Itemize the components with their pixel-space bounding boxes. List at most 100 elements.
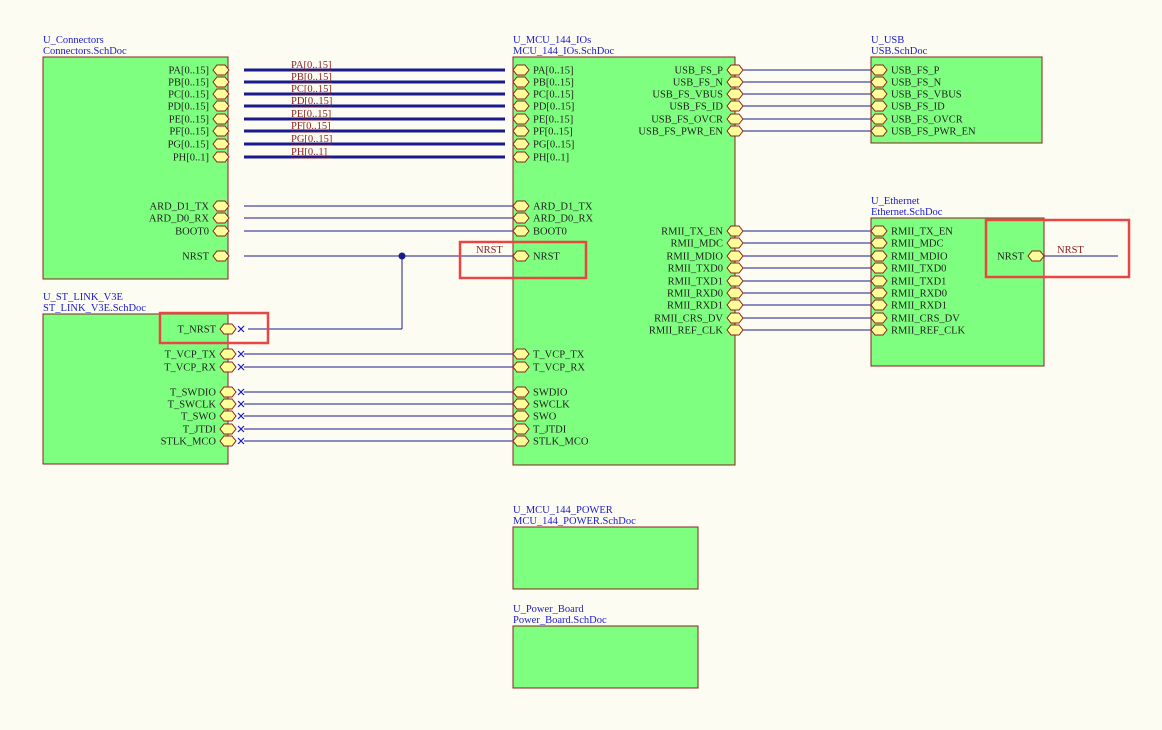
sheet-entry-connectors-pf-0-15[interactable]: PF[0..15] (169, 125, 230, 138)
sheet-entry-mcu-ph-0-1[interactable]: PH[0..1] (512, 151, 569, 164)
sheet-entry-mcu-swclk[interactable]: SWCLK (512, 398, 570, 411)
sheet-entry-usb-usb-fs-pwr-en[interactable]: USB_FS_PWR_EN (870, 125, 976, 138)
sheet-entry-eth-right-nrst[interactable]: NRST (997, 250, 1045, 263)
sheet-entry-mcu-rmii-ref-clk[interactable]: RMII_REF_CLK (649, 324, 744, 337)
sheet-entry-stlink-stlk-mco[interactable]: STLK_MCO (161, 435, 237, 448)
sheet-entry-mcu-pa-0-15[interactable]: PA[0..15] (512, 64, 573, 77)
sheet-entry-stlink-t-swdio[interactable]: T_SWDIO (170, 386, 237, 399)
sheet-entry-mcu-rmii-tx-en[interactable]: RMII_TX_EN (661, 225, 744, 238)
sheet-entry-eth-rmii-tx-en[interactable]: RMII_TX_EN (870, 225, 953, 238)
sheet-entry-mcu-t-vcp-rx[interactable]: T_VCP_RX (512, 361, 585, 374)
sheet-box[interactable] (870, 56, 1043, 144)
sheet-entry-mcu-t-vcp-tx[interactable]: T_VCP_TX (512, 348, 585, 361)
entry-label: RMII_RXD1 (891, 301, 947, 312)
sheet-entry-stlink-t-vcp-rx[interactable]: T_VCP_RX (164, 361, 237, 374)
sheet-entry-mcu-usb-fs-id[interactable]: USB_FS_ID (669, 100, 744, 113)
sheet-entry-mcu-pf-0-15[interactable]: PF[0..15] (512, 125, 573, 138)
sheet-entry-mcu-usb-fs-pwr-en[interactable]: USB_FS_PWR_EN (638, 125, 744, 138)
bus-net-label: PH[0..1] (291, 147, 327, 158)
sheet-entry-mcu-boot0[interactable]: BOOT0 (512, 225, 567, 238)
entry-shape (726, 76, 744, 88)
highlight-ethernet-nrst (984, 218, 1131, 279)
entry-shape (212, 200, 230, 212)
sheet-box[interactable] (512, 625, 699, 689)
sheet-entry-mcu-pc-0-15[interactable]: PC[0..15] (512, 88, 574, 101)
sheet-entry-mcu-stlk-mco[interactable]: STLK_MCO (512, 435, 589, 448)
sheet-entry-usb-usb-fs-p[interactable]: USB_FS_P (870, 64, 940, 77)
sheet-entry-connectors-pg-0-15[interactable]: PG[0..15] (168, 138, 230, 151)
sheet-entry-mcu-swdio[interactable]: SWDIO (512, 386, 568, 399)
sheet-entry-connectors-ard-d1-tx[interactable]: ARD_D1_TX (150, 200, 230, 213)
sheet-entry-connectors-pa-0-15[interactable]: PA[0..15] (169, 64, 230, 77)
entry-label: RMII_MDIO (666, 252, 723, 263)
sheet-entry-connectors-nrst[interactable]: NRST (182, 250, 230, 263)
entry-shape (212, 88, 230, 100)
entry-label: PG[0..15] (533, 140, 574, 151)
sheet-entry-mcu-rmii-crs-dv[interactable]: RMII_CRS_DV (654, 312, 744, 325)
sheet-entry-connectors-pe-0-15[interactable]: PE[0..15] (169, 113, 230, 126)
entry-shape (512, 435, 530, 447)
sheet-entry-eth-rmii-rxd1[interactable]: RMII_RXD1 (870, 299, 947, 312)
entry-shape (870, 88, 888, 100)
sheet-entry-usb-usb-fs-n[interactable]: USB_FS_N (870, 76, 942, 89)
sheet-entry-mcu-rmii-rxd0[interactable]: RMII_RXD0 (667, 287, 744, 300)
sheet-entry-eth-rmii-txd0[interactable]: RMII_TXD0 (870, 262, 946, 275)
sheet-entry-mcu-rmii-mdc[interactable]: RMII_MDC (670, 237, 744, 250)
sheet-entry-stlink-t-jtdi[interactable]: T_JTDI (183, 423, 237, 436)
sheet-entry-connectors-ph-0-1[interactable]: PH[0..1] (173, 151, 230, 164)
sheet-entry-stlink-t-vcp-tx[interactable]: T_VCP_TX (165, 348, 237, 361)
sheet-entry-eth-rmii-crs-dv[interactable]: RMII_CRS_DV (870, 312, 960, 325)
sheet-entry-mcu-pe-0-15[interactable]: PE[0..15] (512, 113, 573, 126)
no-connect-marker (237, 400, 245, 408)
sheet-entry-stlink-t-swo[interactable]: T_SWO (181, 410, 237, 423)
sheet-box[interactable] (42, 313, 229, 465)
sheet-entry-mcu-pd-0-15[interactable]: PD[0..15] (512, 100, 574, 113)
entry-shape (219, 323, 237, 335)
sheet-entry-stlink-t-swclk[interactable]: T_SWCLK (168, 398, 237, 411)
sheet-entry-mcu-rmii-txd0[interactable]: RMII_TXD0 (668, 262, 744, 275)
sheet-box[interactable] (870, 217, 1045, 367)
sheet-entry-mcu-ard-d0-rx[interactable]: ARD_D0_RX (512, 212, 594, 225)
sheet-entry-mcu-nrst[interactable]: NRST (512, 250, 560, 263)
sheet-entry-eth-rmii-ref-clk[interactable]: RMII_REF_CLK (870, 324, 966, 337)
sheet-entry-eth-rmii-rxd0[interactable]: RMII_RXD0 (870, 287, 947, 300)
sheet-designator: U_USB (871, 35, 904, 46)
sheet-entry-mcu-pb-0-15[interactable]: PB[0..15] (512, 76, 574, 89)
sheet-entry-stlink-t-nrst[interactable]: T_NRST (177, 323, 237, 336)
sheet-entry-usb-usb-fs-id[interactable]: USB_FS_ID (870, 100, 945, 113)
sheet-entry-mcu-usb-fs-n[interactable]: USB_FS_N (673, 76, 744, 89)
sheet-entry-mcu-rmii-mdio[interactable]: RMII_MDIO (666, 250, 744, 263)
entry-label: BOOT0 (175, 227, 209, 238)
sheet-entry-mcu-rmii-txd1[interactable]: RMII_TXD1 (668, 275, 744, 288)
sheet-entry-mcu-usb-fs-p[interactable]: USB_FS_P (675, 64, 744, 77)
sheet-entry-connectors-pc-0-15[interactable]: PC[0..15] (168, 88, 230, 101)
sheet-box[interactable] (42, 56, 229, 280)
sheet-entry-mcu-t-jtdi[interactable]: T_JTDI (512, 423, 567, 436)
entry-shape (512, 76, 530, 88)
sheet-entry-connectors-pb-0-15[interactable]: PB[0..15] (168, 76, 230, 89)
sheet-entry-eth-rmii-mdc[interactable]: RMII_MDC (870, 237, 944, 250)
sheet-entry-mcu-ard-d1-tx[interactable]: ARD_D1_TX (512, 200, 593, 213)
sheet-entry-eth-rmii-txd1[interactable]: RMII_TXD1 (870, 275, 946, 288)
sheet-entry-mcu-usb-fs-ovcr[interactable]: USB_FS_OVCR (651, 113, 744, 126)
sheet-entry-connectors-boot0[interactable]: BOOT0 (175, 225, 230, 238)
sheet-entry-connectors-ard-d0-rx[interactable]: ARD_D0_RX (149, 212, 230, 225)
sheet-entry-mcu-pg-0-15[interactable]: PG[0..15] (512, 138, 574, 151)
sheet-entry-connectors-pd-0-15[interactable]: PD[0..15] (168, 100, 230, 113)
sheet-box[interactable] (512, 56, 736, 466)
sheet-entry-usb-usb-fs-ovcr[interactable]: USB_FS_OVCR (870, 113, 963, 126)
sheet-entry-mcu-rmii-rxd1[interactable]: RMII_RXD1 (667, 299, 744, 312)
sheet-box[interactable] (512, 526, 699, 590)
sheet-entry-eth-rmii-mdio[interactable]: RMII_MDIO (870, 250, 948, 263)
entry-label: BOOT0 (533, 227, 567, 238)
sheet-entry-usb-usb-fs-vbus[interactable]: USB_FS_VBUS (870, 88, 962, 101)
sheet-entry-mcu-usb-fs-vbus[interactable]: USB_FS_VBUS (652, 88, 744, 101)
sheet-entry-mcu-swo[interactable]: SWO (512, 410, 557, 423)
